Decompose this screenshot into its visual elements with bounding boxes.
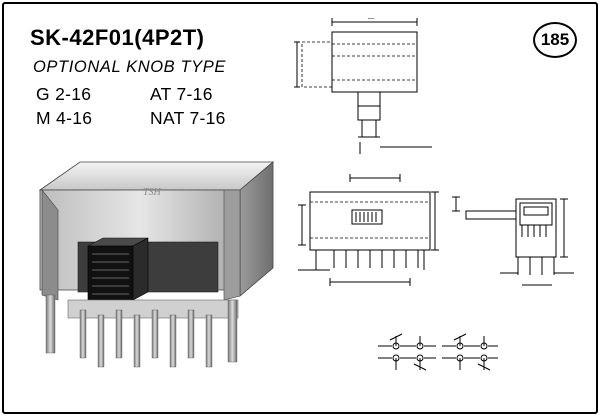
knob-option-g: G 2-16 [36,84,92,104]
front-view-drawing [298,174,439,286]
svg-text:—: — [368,16,374,22]
page-number-badge: 185 [533,22,577,58]
circuit-diagram [378,333,498,371]
knob-option-m: M 4-16 [36,108,93,128]
knob-type-subtitle: OPTIONAL KNOB TYPE [33,58,226,76]
product-photo: TSH [38,161,275,368]
part-number-title: SK-42F01(4P2T) [30,25,205,50]
knob-option-nat: NAT 7-16 [150,108,226,128]
page-number: 185 [540,30,570,49]
knob-option-at: AT 7-16 [150,84,213,104]
end-view-drawing [452,196,574,286]
side-view-drawing: — [294,16,432,154]
brand-mark: TSH [143,187,162,198]
